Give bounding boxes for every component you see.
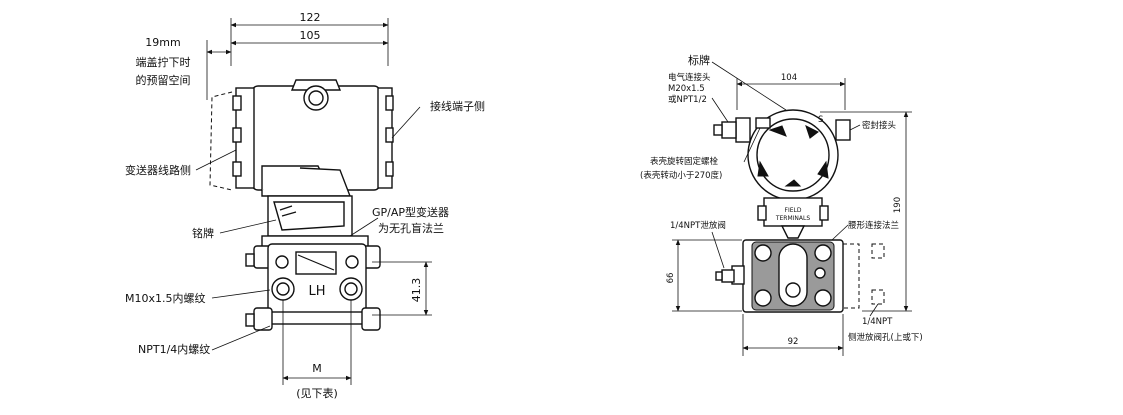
neck-lug	[819, 205, 829, 221]
label-elec-conn-2: M20x1.5	[668, 84, 705, 94]
lower-bolt-bar	[261, 311, 369, 325]
flange-hole	[275, 255, 289, 269]
flange-marker	[814, 267, 826, 279]
leader-m10	[211, 289, 271, 299]
housing-neck	[763, 197, 823, 227]
label-vent-valve: 1/4NPT泄放阀	[670, 220, 726, 231]
field-label: FIELD	[785, 207, 802, 214]
leader-circuit-side	[195, 149, 237, 171]
bolt-head	[814, 289, 832, 307]
conduit-entry-inner	[308, 90, 324, 106]
dim-122-label: 122	[300, 11, 321, 24]
side-vent-outline	[842, 243, 860, 309]
cover-lug	[768, 125, 787, 137]
cover-lug	[757, 160, 769, 177]
conduit-fitting	[735, 117, 751, 143]
clearance-label-1: 19mm	[145, 36, 180, 49]
terminals-label: TERMINALS	[775, 215, 811, 222]
dim-m-label: M	[312, 362, 322, 375]
flange-hole	[345, 255, 359, 269]
cap-lug	[385, 127, 394, 143]
neck-lug	[757, 205, 767, 221]
side-vent-bottom	[871, 289, 885, 305]
label-housing-screw-2: (表壳转动小于270度)	[640, 170, 722, 181]
cap-lug	[232, 161, 242, 177]
leader-vent-valve	[711, 231, 725, 269]
label-terminal-side: 接线端子侧	[430, 99, 485, 113]
label-gp-ap-1: GP/AP型变送器	[372, 205, 449, 219]
flange-mark-lh: LH	[308, 284, 325, 299]
leader-nameplate-right	[711, 61, 787, 111]
leader-waist-flange	[831, 224, 849, 241]
leader-housing-screw	[743, 127, 761, 163]
label-circuit-side: 变送器线路侧	[125, 163, 191, 177]
nameplate-plate	[273, 201, 345, 231]
label-side-vent-2: 侧泄放阀孔(上或下)	[848, 332, 923, 343]
label-housing-screw-1: 表壳旋转固定螺栓	[650, 156, 719, 167]
see-table-label: (见下表)	[296, 386, 338, 400]
bolt-head	[814, 244, 832, 262]
cover-lug	[805, 125, 819, 139]
leader-gp-ap	[349, 217, 379, 237]
nameplate-marks	[279, 205, 297, 217]
cap-lug	[385, 95, 394, 111]
leader-nameplate	[219, 219, 277, 234]
label-m10: M10x1.5内螺纹	[125, 291, 206, 305]
center-hatch	[297, 254, 335, 271]
bolt-head	[361, 307, 381, 331]
label-nameplate-left: 铭牌	[192, 226, 214, 240]
oval-flange-port	[785, 282, 801, 298]
cap-lug	[232, 95, 242, 111]
conduit-fitting-nut	[721, 121, 737, 139]
right-front-view: 104 190 S FIELD TERMINALS	[640, 53, 923, 356]
label-elec-conn-3: 或NPT1/2	[668, 94, 707, 105]
seal-plug	[835, 119, 851, 141]
dim-66-label: 66	[666, 273, 676, 284]
bolt-head	[754, 289, 772, 307]
neck-stem	[780, 225, 806, 239]
housing-letter: S	[818, 115, 823, 125]
left-side-view: 122 105 19mm 端盖拧下时 的预留空间	[125, 11, 485, 400]
dim-41-3-label: 41.3	[410, 278, 423, 303]
cap-lug	[232, 127, 242, 143]
vent-valve-nut	[721, 269, 735, 283]
label-seal-plug: 密封接头	[862, 120, 897, 131]
leader-terminal-side	[391, 106, 421, 139]
dim-92-label: 92	[788, 337, 799, 347]
dim-105-label: 105	[300, 29, 321, 42]
label-gp-ap-2: 为无孔盲法兰	[378, 221, 444, 235]
vent-valve-tip	[715, 271, 723, 281]
end-cap-clearance-outline	[209, 91, 233, 191]
label-nameplate-right: 标牌	[688, 53, 710, 67]
label-npt: NPT1/4内螺纹	[138, 342, 210, 356]
dim-104-label: 104	[781, 73, 797, 83]
label-waist-flange: 腰形连接法兰	[848, 220, 899, 231]
bolt-tip	[245, 313, 255, 327]
label-side-vent-1: 1/4NPT	[862, 317, 893, 327]
bolt-head	[754, 244, 772, 262]
leader-npt	[211, 325, 271, 351]
clearance-label-3: 的预留空间	[136, 73, 191, 87]
leader-elec-conn	[711, 97, 729, 123]
leader-side-vent	[869, 303, 879, 317]
conduit-fitting-end	[713, 124, 723, 136]
side-vent-top	[871, 243, 885, 259]
cover-lug	[784, 179, 802, 187]
housing-screw	[755, 117, 771, 129]
clearance-label-2: 端盖拧下时	[136, 55, 191, 69]
label-elec-conn-1: 电气连接头	[668, 72, 711, 83]
cap-lug	[385, 161, 394, 177]
process-port-right-inner	[344, 282, 358, 296]
leader-seal-plug	[849, 124, 861, 131]
process-port-left-inner	[276, 282, 290, 296]
cover-lug	[817, 160, 829, 179]
dim-190-label: 190	[893, 197, 903, 213]
bolt-tip	[245, 253, 255, 267]
